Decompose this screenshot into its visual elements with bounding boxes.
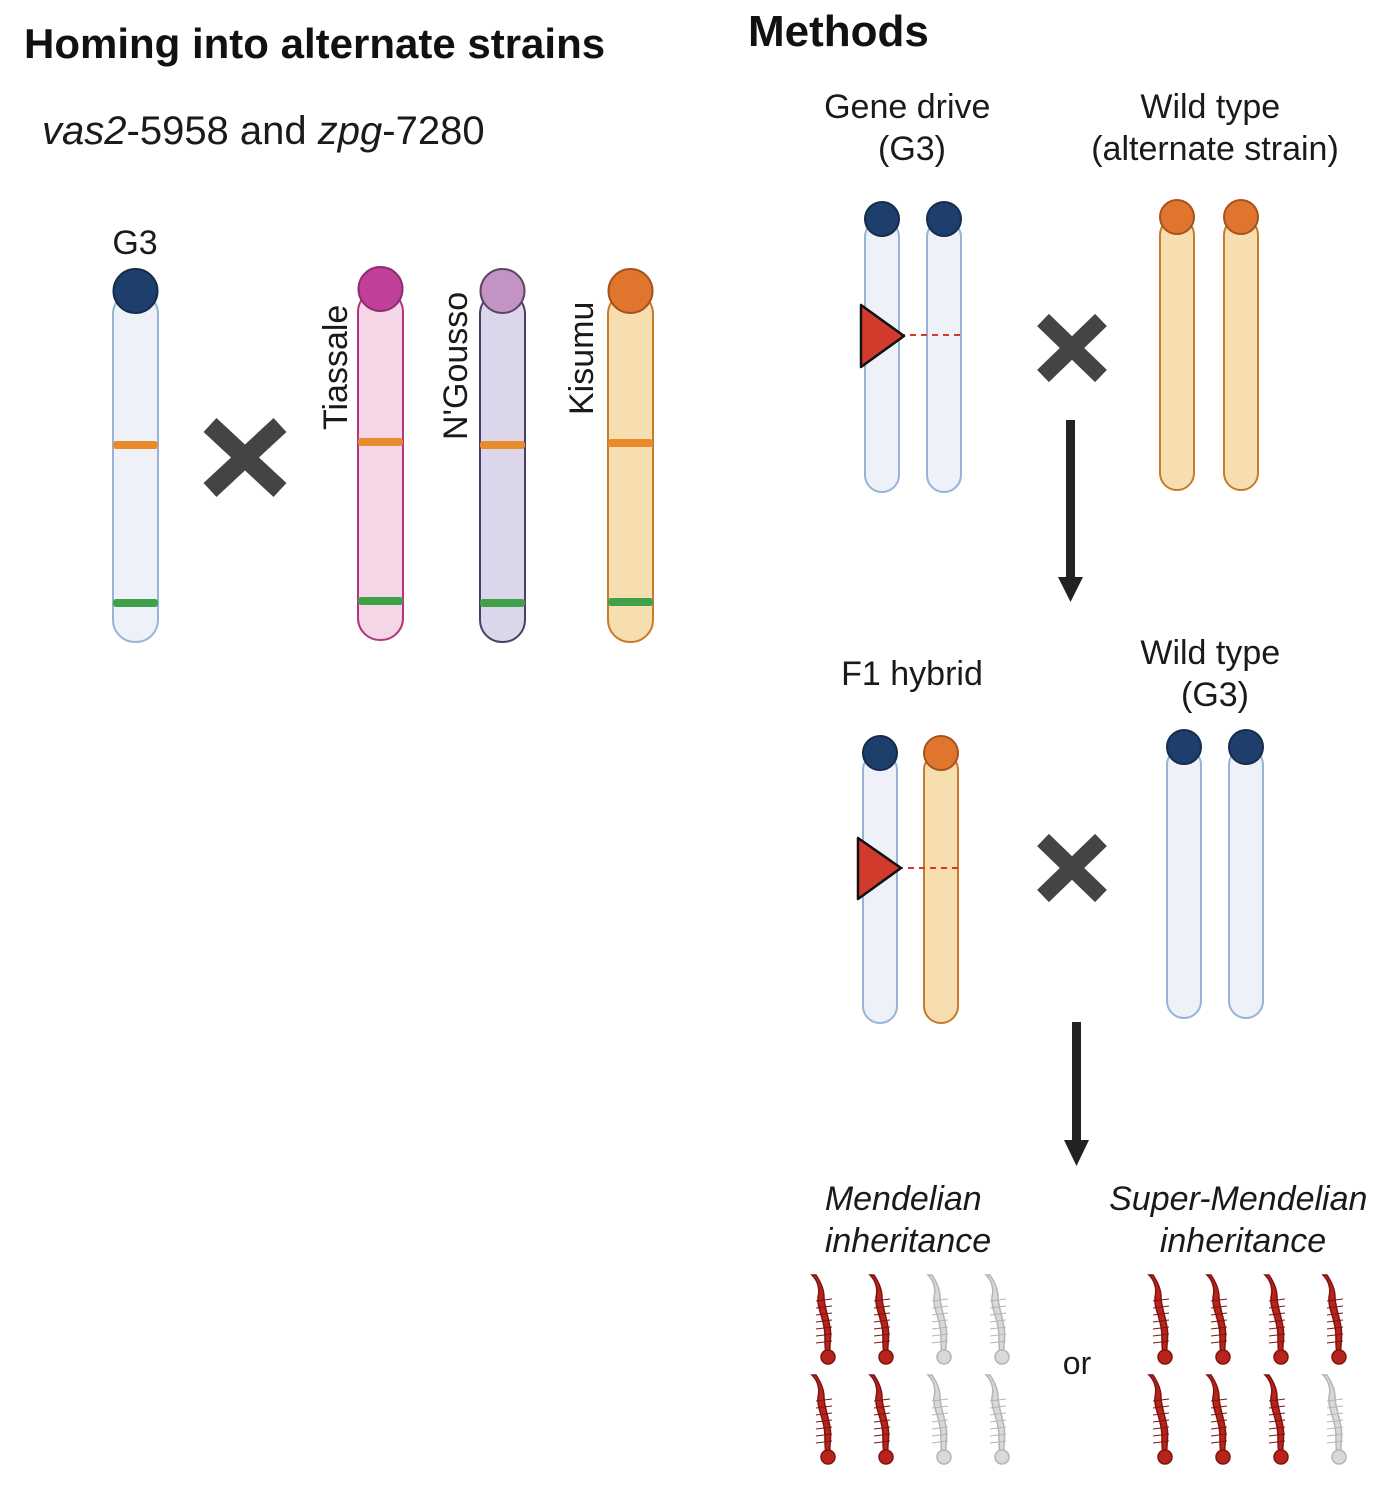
gene-drive-chromosome-pair	[859, 201, 962, 493]
orange-marker	[608, 439, 653, 447]
centromere	[1223, 199, 1259, 235]
green-marker	[113, 599, 158, 607]
larva-icon-red	[810, 1274, 836, 1365]
larva-icon-red	[1263, 1274, 1289, 1365]
larva-icon-red	[1205, 1374, 1231, 1465]
wild-type-alt-label: Wild type (alternate strain)	[1091, 88, 1339, 168]
larva-icon-red	[1205, 1274, 1231, 1365]
green-marker	[480, 599, 525, 607]
centromere	[1166, 729, 1202, 765]
larva-icon-gray	[984, 1274, 1010, 1365]
orange-marker	[480, 441, 525, 449]
centromere	[1159, 199, 1195, 235]
larva-icon-gray	[984, 1374, 1010, 1465]
f1-hybrid-chromosome-pair	[856, 735, 959, 1024]
gene-drive-label: Gene drive (G3)	[824, 88, 1000, 168]
mendelian-label: Mendelian inheritance	[825, 1180, 991, 1260]
wild-type-alt-chromosome-pair	[1159, 199, 1259, 491]
left-subtitle: vas2-5958 and zpg-7280	[42, 109, 485, 153]
centromere	[926, 201, 962, 237]
g3-label: G3	[112, 224, 157, 262]
arrow-down-icon	[1064, 1022, 1089, 1166]
larva-icon-red	[1147, 1374, 1173, 1465]
centromere	[479, 268, 526, 314]
super-mendelian-larvae-group	[1147, 1274, 1347, 1465]
green-marker	[608, 598, 653, 606]
strain-label-ngousso: N'Gousso	[437, 292, 475, 440]
larva-icon-red	[868, 1374, 894, 1465]
centromere	[864, 201, 900, 237]
strain-label-tiassale: Tiassale	[317, 305, 355, 430]
gene-vas2: vas2	[42, 109, 127, 153]
larva-icon-red	[1321, 1274, 1347, 1365]
g3-chromosome	[112, 268, 159, 643]
left-title: Homing into alternate strains	[24, 20, 605, 67]
larva-icon-red	[1263, 1374, 1289, 1465]
methods-title: Methods	[748, 7, 929, 56]
larva-icon-red	[868, 1274, 894, 1365]
tiassale-chromosome	[357, 266, 404, 641]
super-mendelian-label: Super-Mendelian inheritance	[1109, 1180, 1377, 1260]
strain-label-kisumu: Kisumu	[563, 302, 601, 415]
larva-icon-red	[1147, 1274, 1173, 1365]
centromere	[923, 735, 959, 771]
wild-type-g3-label: Wild type (G3)	[1140, 634, 1289, 714]
larva-icon-gray	[1321, 1374, 1347, 1465]
larva-icon-red	[810, 1374, 836, 1465]
kisumu-chromosome	[607, 268, 654, 643]
f1-hybrid-label: F1 hybrid	[841, 655, 983, 693]
cross-icon	[1037, 313, 1107, 383]
orange-marker	[358, 438, 403, 446]
id-7280: -7280	[382, 109, 484, 153]
gene-drive-cassette-icon	[856, 836, 903, 901]
or-label: or	[1063, 1345, 1092, 1381]
wild-type-g3-chromosome-pair	[1166, 729, 1264, 1019]
cross-icon	[203, 418, 287, 497]
larva-icon-gray	[926, 1374, 952, 1465]
centromere	[112, 268, 159, 314]
centromere	[862, 735, 898, 771]
centromere	[607, 268, 654, 314]
gene-zpg: zpg	[317, 109, 383, 153]
centromere	[357, 266, 404, 312]
ngousso-chromosome	[479, 268, 526, 643]
centromere	[1228, 729, 1264, 765]
mendelian-larvae-group	[810, 1274, 1010, 1465]
orange-marker	[113, 441, 158, 449]
larva-icon-gray	[926, 1274, 952, 1365]
id-5958: -5958 and	[127, 109, 318, 153]
cross-icon	[1037, 833, 1107, 903]
green-marker	[358, 597, 403, 605]
arrow-down-icon	[1058, 420, 1083, 602]
gene-drive-cassette-icon	[859, 303, 906, 369]
